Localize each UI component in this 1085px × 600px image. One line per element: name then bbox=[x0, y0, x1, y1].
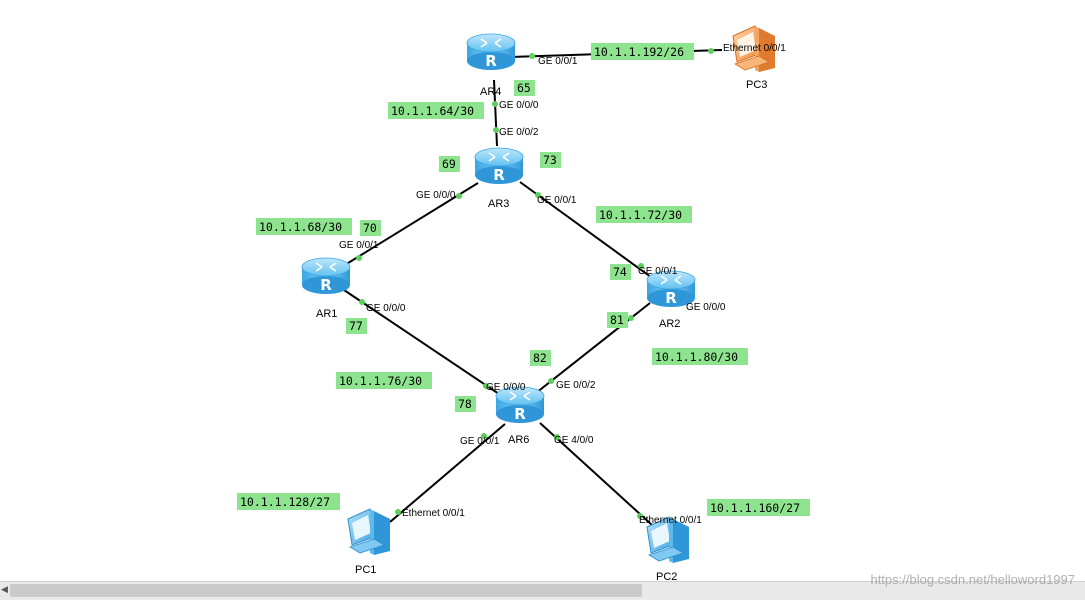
interface-label: GE 0/0/0 bbox=[686, 302, 726, 313]
router-icon bbox=[466, 33, 516, 71]
host-id-label: 69 bbox=[442, 157, 456, 171]
interface-label: GE 0/0/0 bbox=[486, 382, 526, 393]
interface-label: GE 0/0/2 bbox=[556, 380, 596, 391]
host-tag: 78 bbox=[455, 396, 476, 412]
network-tag-ar3-ar1: 10.1.1.68/30 bbox=[256, 218, 352, 235]
port-dot bbox=[529, 53, 535, 59]
scroll-left-arrow-icon[interactable]: ◀ bbox=[1, 585, 8, 595]
interface-label: GE 0/0/1 bbox=[638, 266, 678, 277]
network-tag-ar1-ar6: 10.1.1.76/30 bbox=[336, 372, 432, 389]
host-tag: 74 bbox=[610, 264, 631, 280]
horizontal-scrollbar[interactable]: ◀ bbox=[0, 581, 1085, 600]
host-tag: 77 bbox=[346, 318, 367, 334]
interface-label: Ethernet 0/0/1 bbox=[723, 43, 786, 54]
pc-icon bbox=[347, 508, 391, 556]
link-ar3-ar2 bbox=[519, 181, 656, 281]
device-label: PC3 bbox=[746, 79, 767, 91]
interface-label: GE 0/0/1 bbox=[537, 195, 577, 206]
network-label: 10.1.1.64/30 bbox=[391, 104, 474, 118]
port-dot bbox=[637, 513, 643, 519]
pc-pc2[interactable]: PC2 bbox=[646, 516, 690, 581]
link-ar3-ar1 bbox=[339, 182, 479, 269]
network-label: 10.1.1.68/30 bbox=[259, 220, 342, 234]
router-ar4[interactable]: AR4 bbox=[466, 33, 516, 98]
network-topology-diagram: R bbox=[237, 25, 810, 581]
interface-label: Ethernet 0/0/1 bbox=[639, 515, 702, 526]
network-label: 10.1.1.80/30 bbox=[655, 350, 738, 364]
network-tag-ar3-ar2: 10.1.1.72/30 bbox=[596, 206, 692, 223]
router-ar6[interactable]: AR6 bbox=[495, 386, 545, 446]
network-tag-ar6-pc1: 10.1.1.128/27 bbox=[237, 493, 340, 510]
port-dot bbox=[481, 433, 487, 439]
network-tag-ar4-pc3: 10.1.1.192/26 bbox=[591, 43, 694, 60]
host-tag: 70 bbox=[360, 220, 381, 236]
network-tag-ar2-ar6: 10.1.1.80/30 bbox=[652, 348, 748, 365]
host-id-label: 82 bbox=[533, 351, 547, 365]
port-dot bbox=[535, 192, 541, 198]
device-label: AR3 bbox=[488, 198, 509, 210]
device-label: PC1 bbox=[355, 564, 376, 576]
host-id-label: 73 bbox=[543, 153, 557, 167]
watermark: https://blog.csdn.net/helloword1997 bbox=[870, 572, 1075, 587]
port-dot bbox=[628, 315, 634, 321]
router-ar3[interactable]: AR3 bbox=[474, 147, 524, 210]
network-label: 10.1.1.128/27 bbox=[240, 495, 330, 509]
link-ar6-pc2 bbox=[539, 422, 653, 526]
scrollbar-thumb[interactable] bbox=[10, 584, 642, 597]
device-label: AR4 bbox=[480, 86, 501, 98]
device-label: AR2 bbox=[659, 318, 680, 330]
interface-label: GE 0/0/0 bbox=[416, 190, 456, 201]
host-id-label: 74 bbox=[613, 265, 627, 279]
port-dot bbox=[554, 434, 560, 440]
host-id-label: 77 bbox=[349, 319, 363, 333]
host-tag: 82 bbox=[530, 350, 551, 366]
port-dot bbox=[356, 255, 362, 261]
interface-label: GE 0/0/0 bbox=[366, 303, 406, 314]
port-dot bbox=[359, 299, 365, 305]
port-dot bbox=[493, 127, 499, 133]
interface-label: GE 0/0/1 bbox=[339, 240, 379, 251]
device-label: PC2 bbox=[656, 571, 677, 581]
interface-label: GE 0/0/0 bbox=[499, 100, 539, 111]
port-dot bbox=[708, 48, 714, 54]
host-tag: 65 bbox=[514, 80, 535, 96]
network-tag-ar4-ar3: 10.1.1.64/30 bbox=[388, 102, 484, 119]
link-ar6-pc1 bbox=[389, 423, 506, 523]
pc-pc3[interactable]: PC3 bbox=[732, 25, 776, 91]
host-tag: 73 bbox=[540, 152, 561, 168]
network-tag-ar6-pc2: 10.1.1.160/27 bbox=[707, 499, 810, 516]
interface-label: GE 0/0/1 bbox=[460, 436, 500, 447]
router-icon bbox=[474, 147, 524, 185]
port-dots bbox=[356, 48, 714, 519]
pc-pc1[interactable]: PC1 bbox=[347, 508, 391, 576]
network-label: 10.1.1.76/30 bbox=[339, 374, 422, 388]
interface-label: GE 0/0/1 bbox=[538, 56, 578, 67]
port-dot bbox=[492, 101, 498, 107]
host-id-label: 78 bbox=[458, 397, 472, 411]
network-label: 10.1.1.192/26 bbox=[594, 45, 684, 59]
interface-labels: GE 0/0/1 Ethernet 0/0/1 GE 0/0/0 GE 0/0/… bbox=[339, 43, 786, 526]
host-id-label: 70 bbox=[363, 221, 377, 235]
link-ar1-ar6 bbox=[343, 289, 506, 399]
interface-label: GE 4/0/0 bbox=[554, 435, 594, 446]
host-tag: 81 bbox=[607, 312, 628, 328]
host-id-label: 81 bbox=[610, 313, 624, 327]
interface-label: GE 0/0/2 bbox=[499, 127, 539, 138]
device-label: AR1 bbox=[316, 308, 337, 320]
port-dot bbox=[483, 383, 489, 389]
device-label: AR6 bbox=[508, 434, 529, 446]
router-ar1[interactable]: AR1 bbox=[301, 257, 351, 320]
interface-label: Ethernet 0/0/1 bbox=[402, 508, 465, 519]
link-ar4-ar3 bbox=[493, 79, 498, 147]
router-ar2[interactable]: AR2 bbox=[646, 270, 696, 330]
port-dot bbox=[395, 509, 401, 515]
host-id-label: 65 bbox=[517, 81, 531, 95]
port-dot bbox=[456, 193, 462, 199]
router-icon bbox=[301, 257, 351, 295]
network-label: 10.1.1.160/27 bbox=[710, 501, 800, 515]
port-dot bbox=[548, 378, 554, 384]
network-label: 10.1.1.72/30 bbox=[599, 208, 682, 222]
port-dot bbox=[638, 263, 644, 269]
host-tag: 69 bbox=[439, 156, 460, 172]
